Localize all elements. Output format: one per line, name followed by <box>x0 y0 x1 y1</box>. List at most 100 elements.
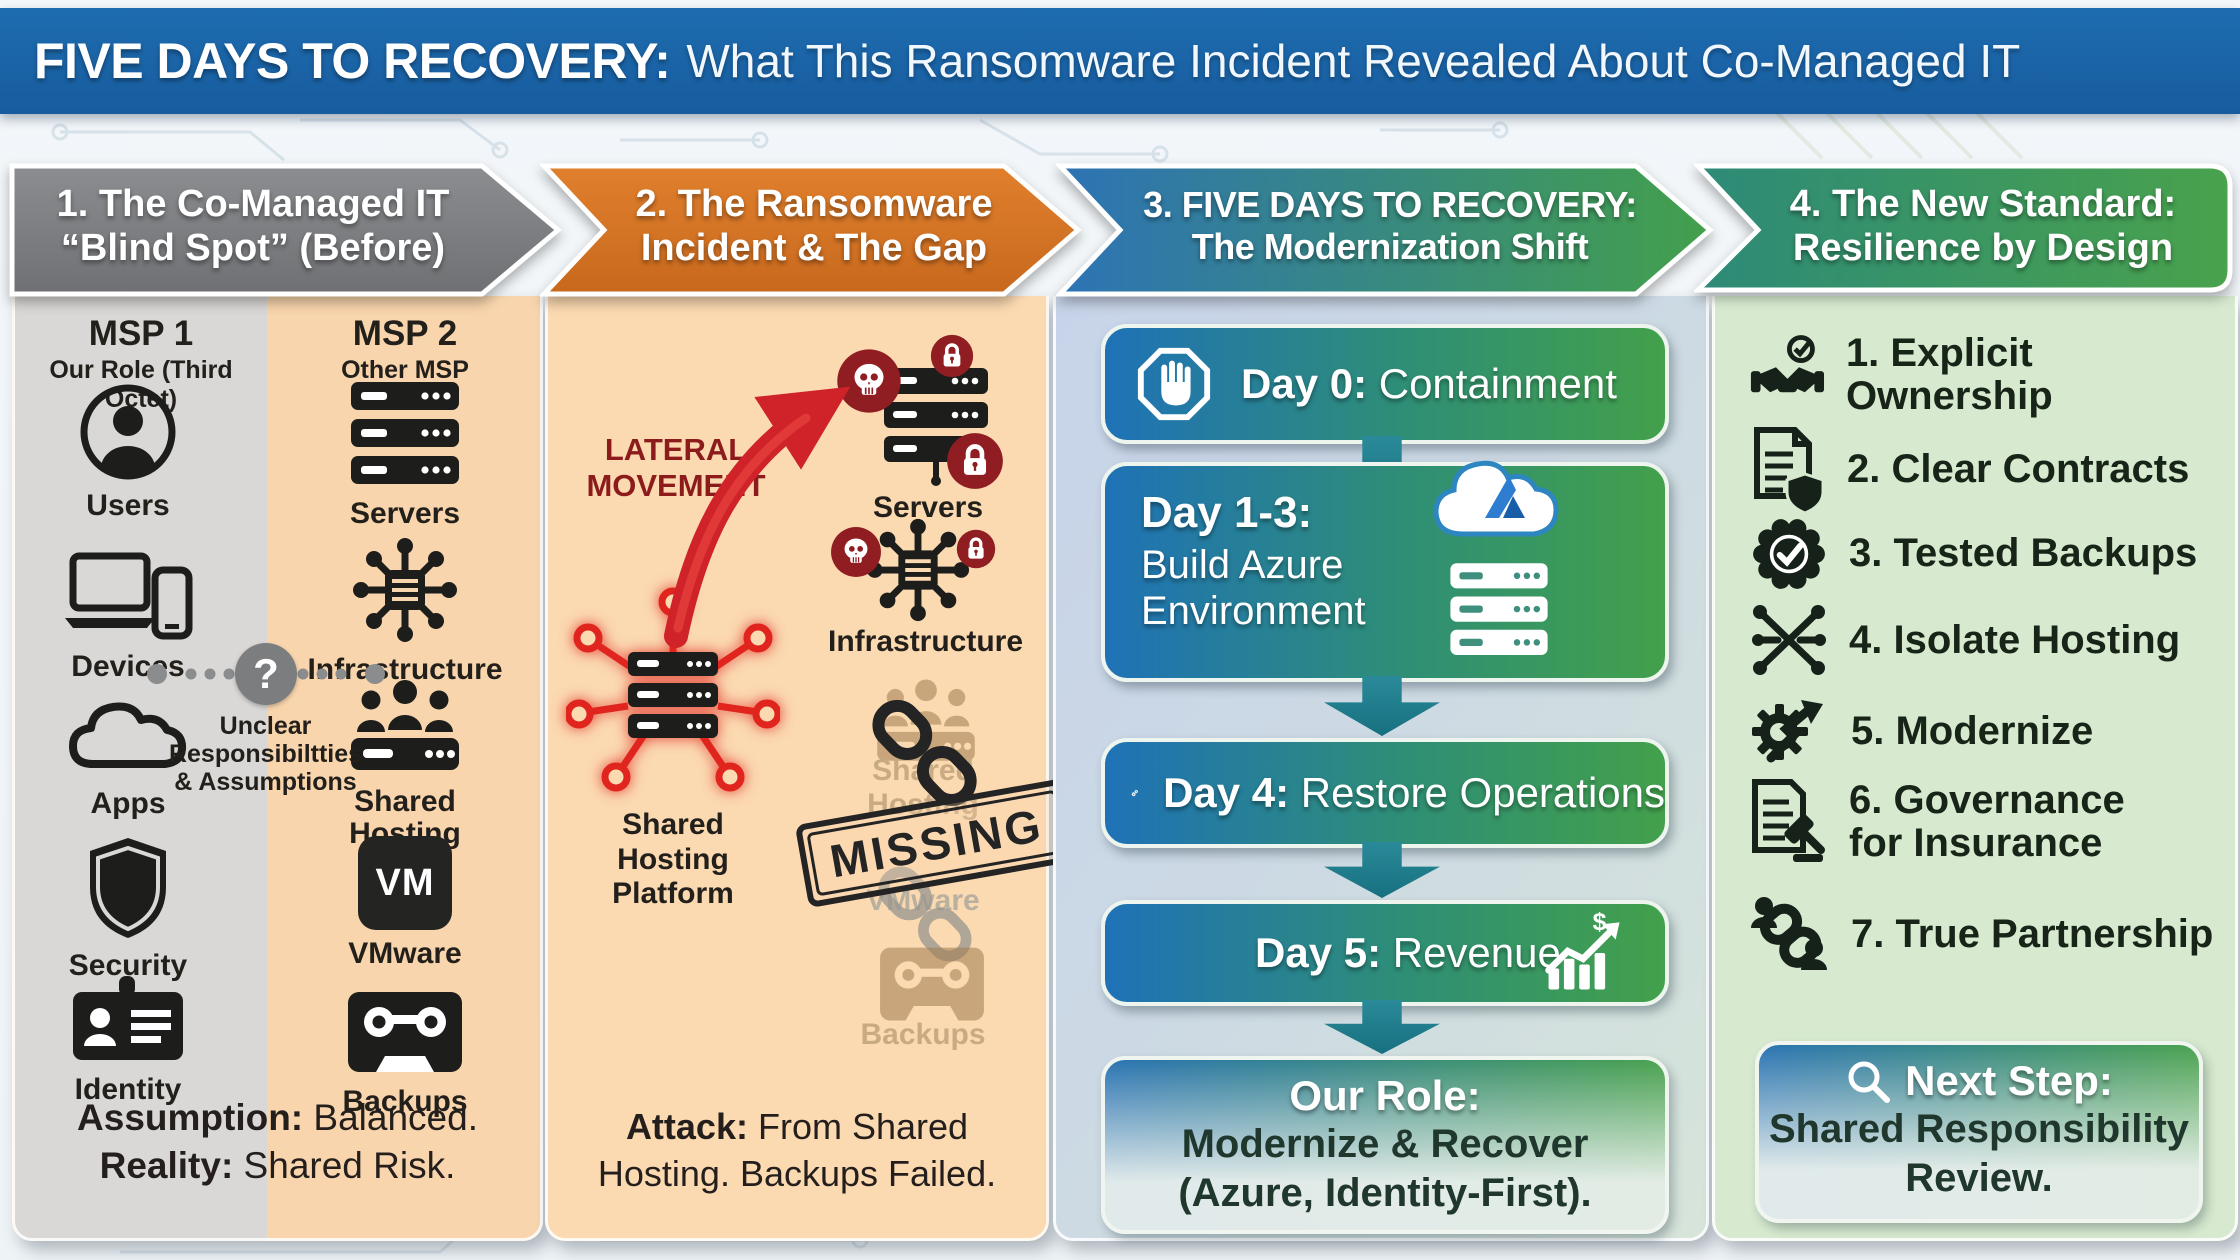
skull-badge-infrastructure <box>831 527 881 577</box>
infected-infrastructure-label: Infrastructure <box>828 625 1024 658</box>
shield-icon <box>90 838 166 938</box>
servers-icon <box>351 382 459 484</box>
standard-item-7-label: 7. True Partnership <box>1851 912 2214 957</box>
standard-item-4: 4. Isolate Hosting <box>1749 602 2180 680</box>
question-mark: ? <box>253 650 279 697</box>
assumption-rest: Balanced. <box>303 1097 478 1138</box>
msp2-item-infrastructure: Infrastructure <box>305 534 505 686</box>
stop-hand-icon <box>1137 347 1211 421</box>
day5-text: Day 5: Revenue <box>1255 929 1561 977</box>
panel-new-standard: 1. Explicit Ownership 2. Clear Contracts… <box>1712 296 2238 1241</box>
skull-badge-servers <box>837 349 901 413</box>
msp2-item-servers: Servers <box>305 378 505 530</box>
reality-rest: Shared Risk. <box>233 1145 456 1187</box>
step-header-1: 1. The Co-Managed IT “Blind Spot” (Befor… <box>28 182 478 270</box>
backups-label: Backups <box>342 1085 468 1118</box>
standard-item-3: 3. Tested Backups <box>1749 514 2197 594</box>
panel-recovery-timeline: Day 0: Containment Day 1-3: Build Azure … <box>1053 296 1709 1241</box>
question-icon: ? <box>235 643 297 705</box>
vm-badge-text: VM <box>375 861 435 904</box>
gears-icon <box>1131 789 1138 797</box>
step3-line2: The Modernization Shift <box>1191 225 1589 267</box>
day0-strong: Day 0: <box>1241 360 1368 407</box>
day4-rest: Restore Operations <box>1289 769 1665 816</box>
ghost-backups-icon <box>876 944 988 1026</box>
cloud-icon <box>69 702 187 768</box>
vmware-label: VMware <box>348 937 462 970</box>
msp1-heading: MSP 1 Our Role (Third Octet) <box>15 314 267 414</box>
lateral-movement-label: LATERAL MOVEMENT <box>586 432 766 503</box>
step4-line2: Resilience by Design <box>1792 227 2174 270</box>
msp1-item-security: Security <box>28 834 228 982</box>
step1-line1: 1. The Co-Managed IT <box>56 183 450 225</box>
standard-item-5-label: 5. Modernize <box>1851 709 2094 754</box>
day5-pill: Day 5: Revenue $ <box>1101 900 1669 1006</box>
next-step-title-row: Next Step: <box>1759 1057 2199 1105</box>
msp1-item-users: Users <box>28 382 228 522</box>
standard-item-2-label: 2. Clear Contracts <box>1847 447 2190 492</box>
standard-item-3-label: 3. Tested Backups <box>1849 531 2198 576</box>
step-header-1-shape <box>9 163 562 297</box>
shared-hosting-platform-icon <box>566 584 780 798</box>
unclear-responsibilities-label: Unclear Responsibiltties & Assumptions <box>168 712 363 796</box>
next-step-title: Next Step: <box>1905 1057 2113 1104</box>
msp1-item-identity: Identity <box>28 974 228 1106</box>
isolate-network-icon <box>1752 605 1826 675</box>
step1-line2: “Blind Spot” (Before) <box>60 227 446 270</box>
next-step-line2: Review. <box>1905 1155 2053 1200</box>
our-role-box: Our Role: Modernize & Recover (Azure, Id… <box>1101 1056 1669 1234</box>
standard-item-1: 1. Explicit Ownership <box>1749 331 2235 419</box>
backups-icon <box>348 992 462 1072</box>
standard-item-6-label: 6. Governance for Insurance <box>1849 777 2125 865</box>
msp2-heading: MSP 2 Other MSP <box>270 314 540 385</box>
title-banner: FIVE DAYS TO RECOVERY: What This Ransomw… <box>0 8 2240 114</box>
svg-text:$: $ <box>1593 912 1607 936</box>
step2-line1: 2. The Ransomware <box>635 183 993 225</box>
user-icon <box>80 384 176 480</box>
panel1-footer: Assumption: Balanced. Reality: Shared Ri… <box>15 1094 540 1190</box>
day13-box: Day 1-3: Build Azure Environment <box>1101 460 1669 682</box>
apps-label: Apps <box>90 787 166 820</box>
msp2-title: MSP 2 <box>352 314 458 353</box>
assumption-line: Assumption: Balanced. <box>15 1094 540 1142</box>
governance-gavel-icon <box>1752 779 1825 862</box>
connector-dots <box>147 664 385 684</box>
attack-strong: Attack: <box>625 1106 748 1147</box>
flow-arrow-4 <box>1324 1000 1440 1054</box>
msp1-item-apps: Apps <box>28 688 228 820</box>
msp2-subtitle: Other MSP <box>341 356 469 384</box>
flow-arrow-2 <box>1324 676 1440 736</box>
seal-check-icon <box>1753 519 1825 589</box>
day0-pill: Day 0: Containment <box>1101 324 1669 444</box>
users-label: Users <box>86 489 170 522</box>
step3-line1: 3. FIVE DAYS TO RECOVERY: <box>1143 184 1637 225</box>
attack-rest: From Shared Hosting. Backups Failed. <box>597 1106 997 1194</box>
step-header-4: 4. The New Standard: Resilience by Desig… <box>1768 182 2198 270</box>
security-label: Security <box>68 949 188 982</box>
vm-icon: VM <box>358 836 452 930</box>
lock-badge-large <box>947 433 1003 489</box>
msp1-title: MSP 1 <box>88 314 194 353</box>
day4-pill: Day 4: Restore Operations <box>1101 738 1669 848</box>
shared-hosting-platform-label: Shared Hosting Platform <box>612 808 734 910</box>
step-header-4-shape <box>1694 163 2233 293</box>
servers-label: Servers <box>349 497 461 530</box>
standard-item-7: 7. True Partnership <box>1749 894 2213 976</box>
flow-arrow-3 <box>1324 842 1440 898</box>
contract-shield-icon <box>1754 427 1825 514</box>
identity-label: Identity <box>74 1073 182 1106</box>
lock-badge-infrastructure <box>956 529 996 569</box>
lock-badge-small <box>930 334 974 378</box>
step2-line2: Incident & The Gap <box>640 227 988 270</box>
msp2-item-backups: Backups <box>305 988 505 1118</box>
broken-chain-icon <box>872 699 977 807</box>
infected-infrastructure-icon <box>863 515 973 625</box>
day5-rest: Revenue <box>1381 929 1561 976</box>
id-card-icon <box>73 976 183 1060</box>
search-icon <box>1848 1061 1891 1103</box>
partnership-link-icon <box>1751 897 1827 970</box>
standard-item-1-label: 1. Explicit Ownership <box>1845 331 2053 419</box>
assumption-strong: Assumption: <box>77 1097 304 1138</box>
devices-icon <box>65 552 193 640</box>
